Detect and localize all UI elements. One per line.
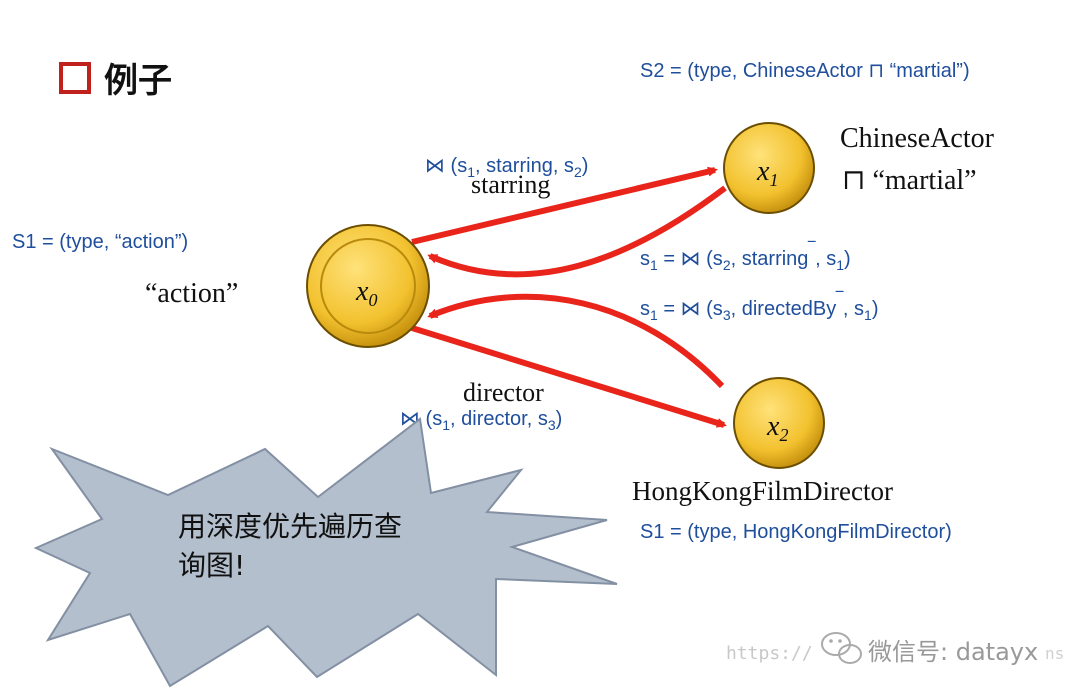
edge-starring-arrow <box>411 166 718 245</box>
node-x1-label-line1: ChineseActor <box>840 123 995 154</box>
node-x0: x0 <box>306 224 430 348</box>
constraint-s2: S2 = (type, ChineseActor ⊓ “martial”) <box>640 60 970 82</box>
watermark-faded-suffix: ns <box>1045 644 1064 663</box>
node-x2-var: x2 <box>766 411 788 445</box>
callout-text-line1: 用深度优先遍历查 <box>178 510 402 543</box>
edge-starring-reverse-label: s1 = ⋈ (s2, starring‾, s1) <box>640 240 851 273</box>
edge-starring-reverse-arrow <box>427 185 727 278</box>
callout-burst <box>33 417 618 688</box>
node-x1-label-line2: ⊓ “martial” <box>842 165 977 196</box>
node-x2: x2 <box>733 377 825 469</box>
node-x1: x1 <box>723 122 815 214</box>
edge-director-arrow <box>411 325 727 428</box>
red-square-outline-icon <box>59 62 91 94</box>
edge-starring-name: starring <box>471 170 550 199</box>
callout-text-line2: 询图! <box>178 549 245 582</box>
node-x2-label: HongKongFilmDirector <box>632 476 893 506</box>
edge-directedby-reverse-label: s1 = ⋈ (s3, directedBy‾, s1) <box>640 290 878 323</box>
edge-director-name: director <box>463 378 544 407</box>
edge-director-join-label: ⋈ (s1, director, s3) <box>400 408 562 433</box>
edge-starring-join-label: ⋈ (s1, starring, s2) <box>425 155 588 180</box>
watermark-wechat-id: 微信号: datayx <box>868 638 1038 666</box>
watermark-url: https:// <box>726 643 813 664</box>
node-x0-var: x0 <box>355 276 377 310</box>
edge-directedby-reverse-arrow <box>427 293 725 389</box>
constraint-s1-bottom: S1 = (type, HongKongFilmDirector) <box>640 521 952 543</box>
node-x1-var: x1 <box>756 156 778 190</box>
constraint-s1-left: S1 = (type, “action”) <box>12 231 188 253</box>
node-x0-label: “action” <box>145 278 238 309</box>
slide-title: 例子 <box>104 61 172 101</box>
wechat-icon <box>821 632 862 664</box>
